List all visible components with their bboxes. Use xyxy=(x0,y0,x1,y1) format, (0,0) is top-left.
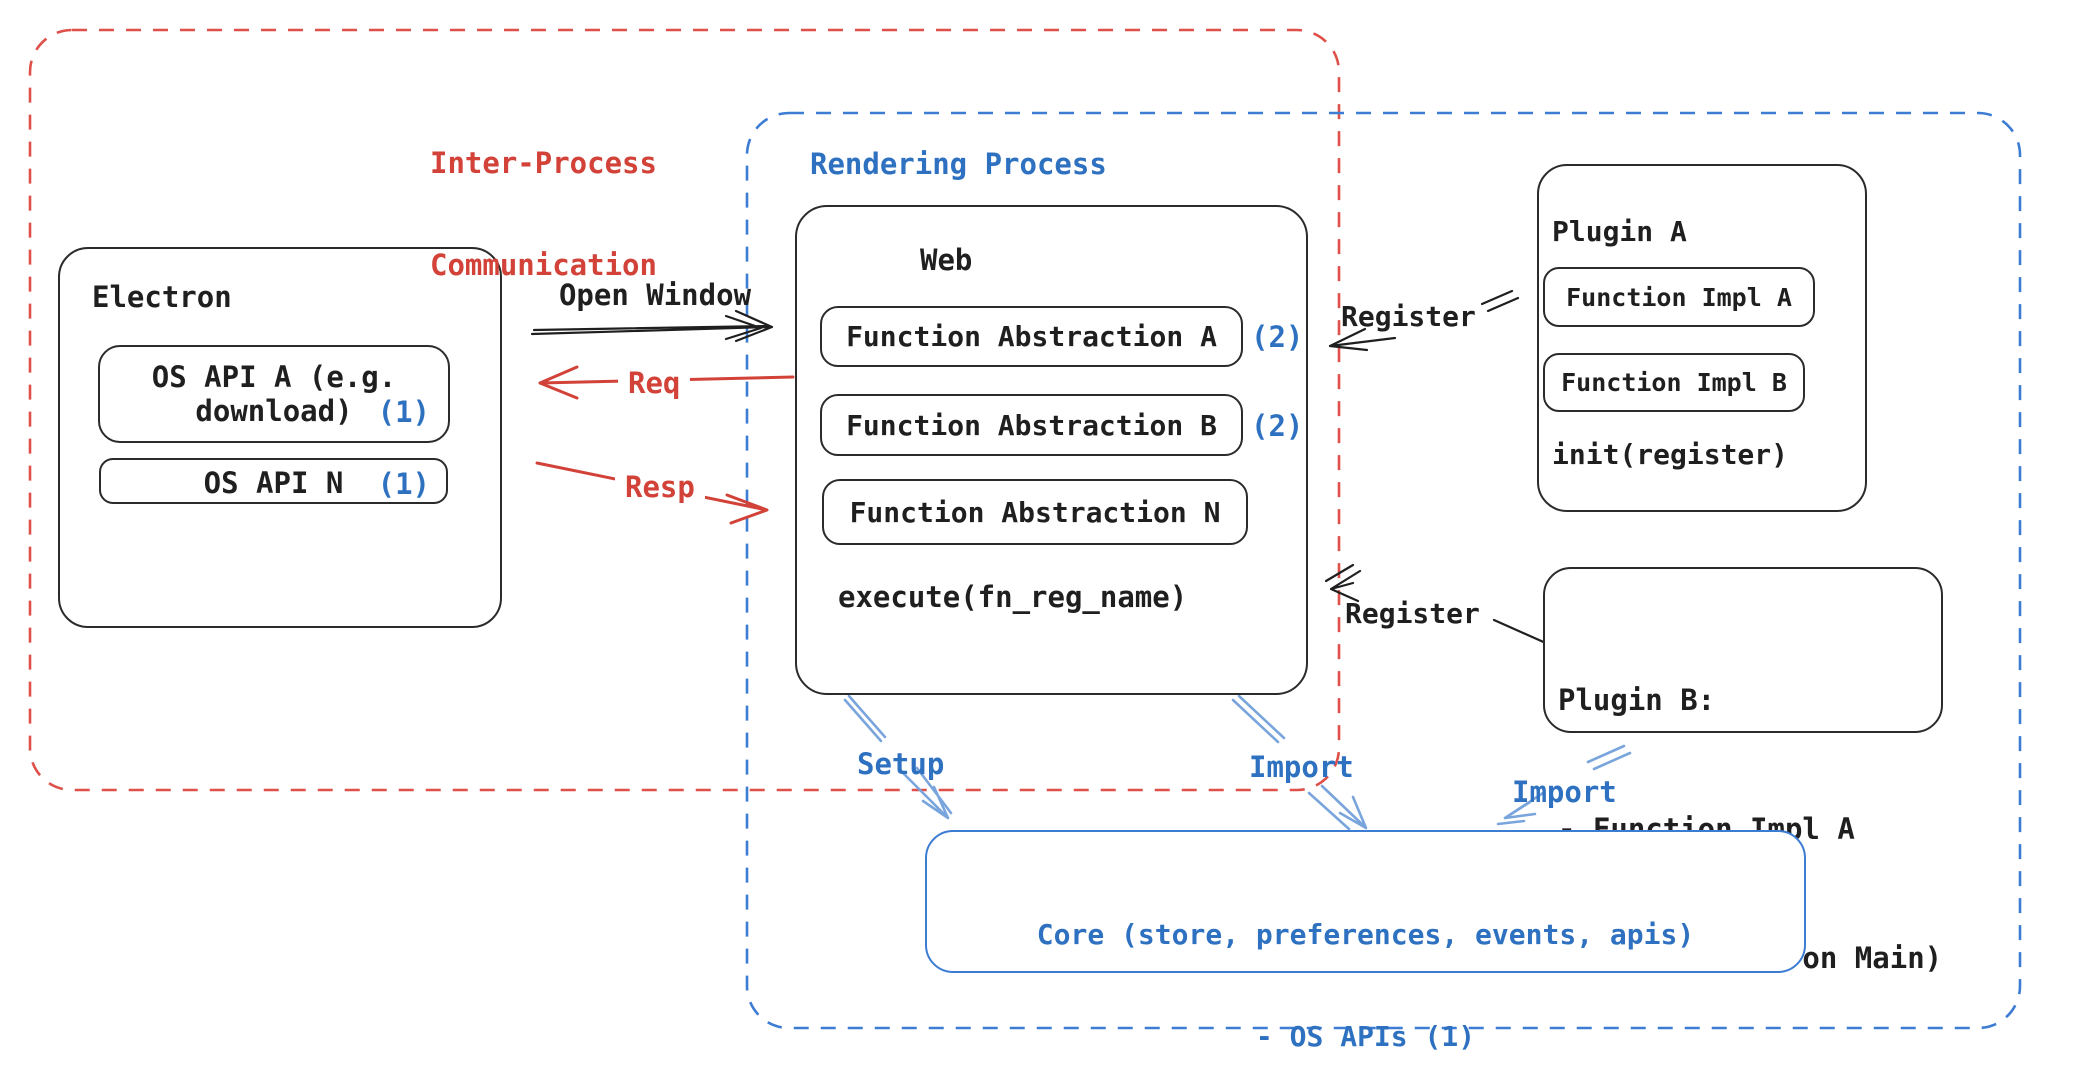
function-impl-a-label: Function Impl A xyxy=(1566,282,1792,312)
core-line-2: - OS APIs (1) xyxy=(1255,1020,1476,1053)
req-label: Req xyxy=(618,366,691,400)
function-abstraction-b-box: Function Abstraction B xyxy=(820,394,1243,456)
os-api-n-box: OS API N (1) xyxy=(99,458,448,504)
ipc-group-frame xyxy=(28,28,1341,792)
function-impl-b-box: Function Impl B xyxy=(1543,353,1805,412)
electron-title: Electron xyxy=(92,280,232,314)
function-impl-a-box: Function Impl A xyxy=(1543,267,1815,327)
core-text: Core (store, preferences, events, apis) … xyxy=(927,850,1804,1066)
open-window-arrow xyxy=(530,309,774,343)
function-abstraction-a-label: Function Abstraction A xyxy=(846,320,1217,353)
function-abstraction-a-box: Function Abstraction A xyxy=(820,306,1243,367)
register-a-label: Register xyxy=(1341,300,1476,333)
rendering-group-frame xyxy=(745,111,2022,1030)
function-abstraction-b-badge: (2) xyxy=(1251,409,1304,443)
os-api-n-badge: (1) xyxy=(377,467,430,501)
function-abstraction-n-label: Function Abstraction N xyxy=(849,495,1221,529)
os-api-n-label: OS API N xyxy=(203,466,344,500)
function-abstraction-b-label: Function Abstraction B xyxy=(846,408,1217,442)
import-core-label: Import xyxy=(1249,750,1354,784)
os-api-a-box: OS API A (e.g. download) (1) xyxy=(98,345,450,443)
ipc-label-line1: Inter-Process xyxy=(430,146,657,180)
setup-label: Setup xyxy=(857,747,945,781)
web-title: Web xyxy=(920,243,973,277)
core-box: Core (store, preferences, events, apis) … xyxy=(925,830,1806,1053)
rendering-group-label: Rendering Process xyxy=(810,147,1107,181)
function-impl-b-label: Function Impl B xyxy=(1561,368,1787,397)
core-line-1: Core (store, preferences, events, apis) xyxy=(1036,918,1695,951)
ipc-label-line2: Communication xyxy=(430,248,657,282)
function-abstraction-a-badge: (2) xyxy=(1251,320,1304,354)
execute-label: execute(fn_reg_name) xyxy=(838,580,1188,614)
init-register-label: init(register) xyxy=(1552,438,1789,471)
register-b-arrow xyxy=(1324,563,1559,650)
import-plugin-b-arrow xyxy=(1496,744,1632,826)
plugin-a-box xyxy=(1537,164,1867,512)
plugin-b-title: Plugin B: xyxy=(1558,683,1716,717)
setup-arrow xyxy=(843,694,953,820)
function-abstraction-n-box: Function Abstraction N xyxy=(822,479,1248,545)
plugin-a-title: Plugin A xyxy=(1552,215,1687,248)
import-plugin-b-label: Import xyxy=(1512,775,1617,809)
os-api-a-line2: download) xyxy=(195,394,353,428)
os-api-a-line1: OS API A (e.g. xyxy=(151,360,397,394)
plugin-b-box: Plugin B: - Function Impl A - Module (ru… xyxy=(1543,567,1943,975)
ipc-group-label: Inter-Process Communication xyxy=(430,78,657,350)
import-core-arrow xyxy=(1231,694,1368,831)
open-window-label: Open Window xyxy=(558,278,752,312)
register-a-arrow xyxy=(1328,289,1520,352)
register-b-label: Register xyxy=(1345,597,1480,630)
resp-label: Resp xyxy=(615,470,705,504)
os-api-a-badge: (1) xyxy=(377,395,430,429)
